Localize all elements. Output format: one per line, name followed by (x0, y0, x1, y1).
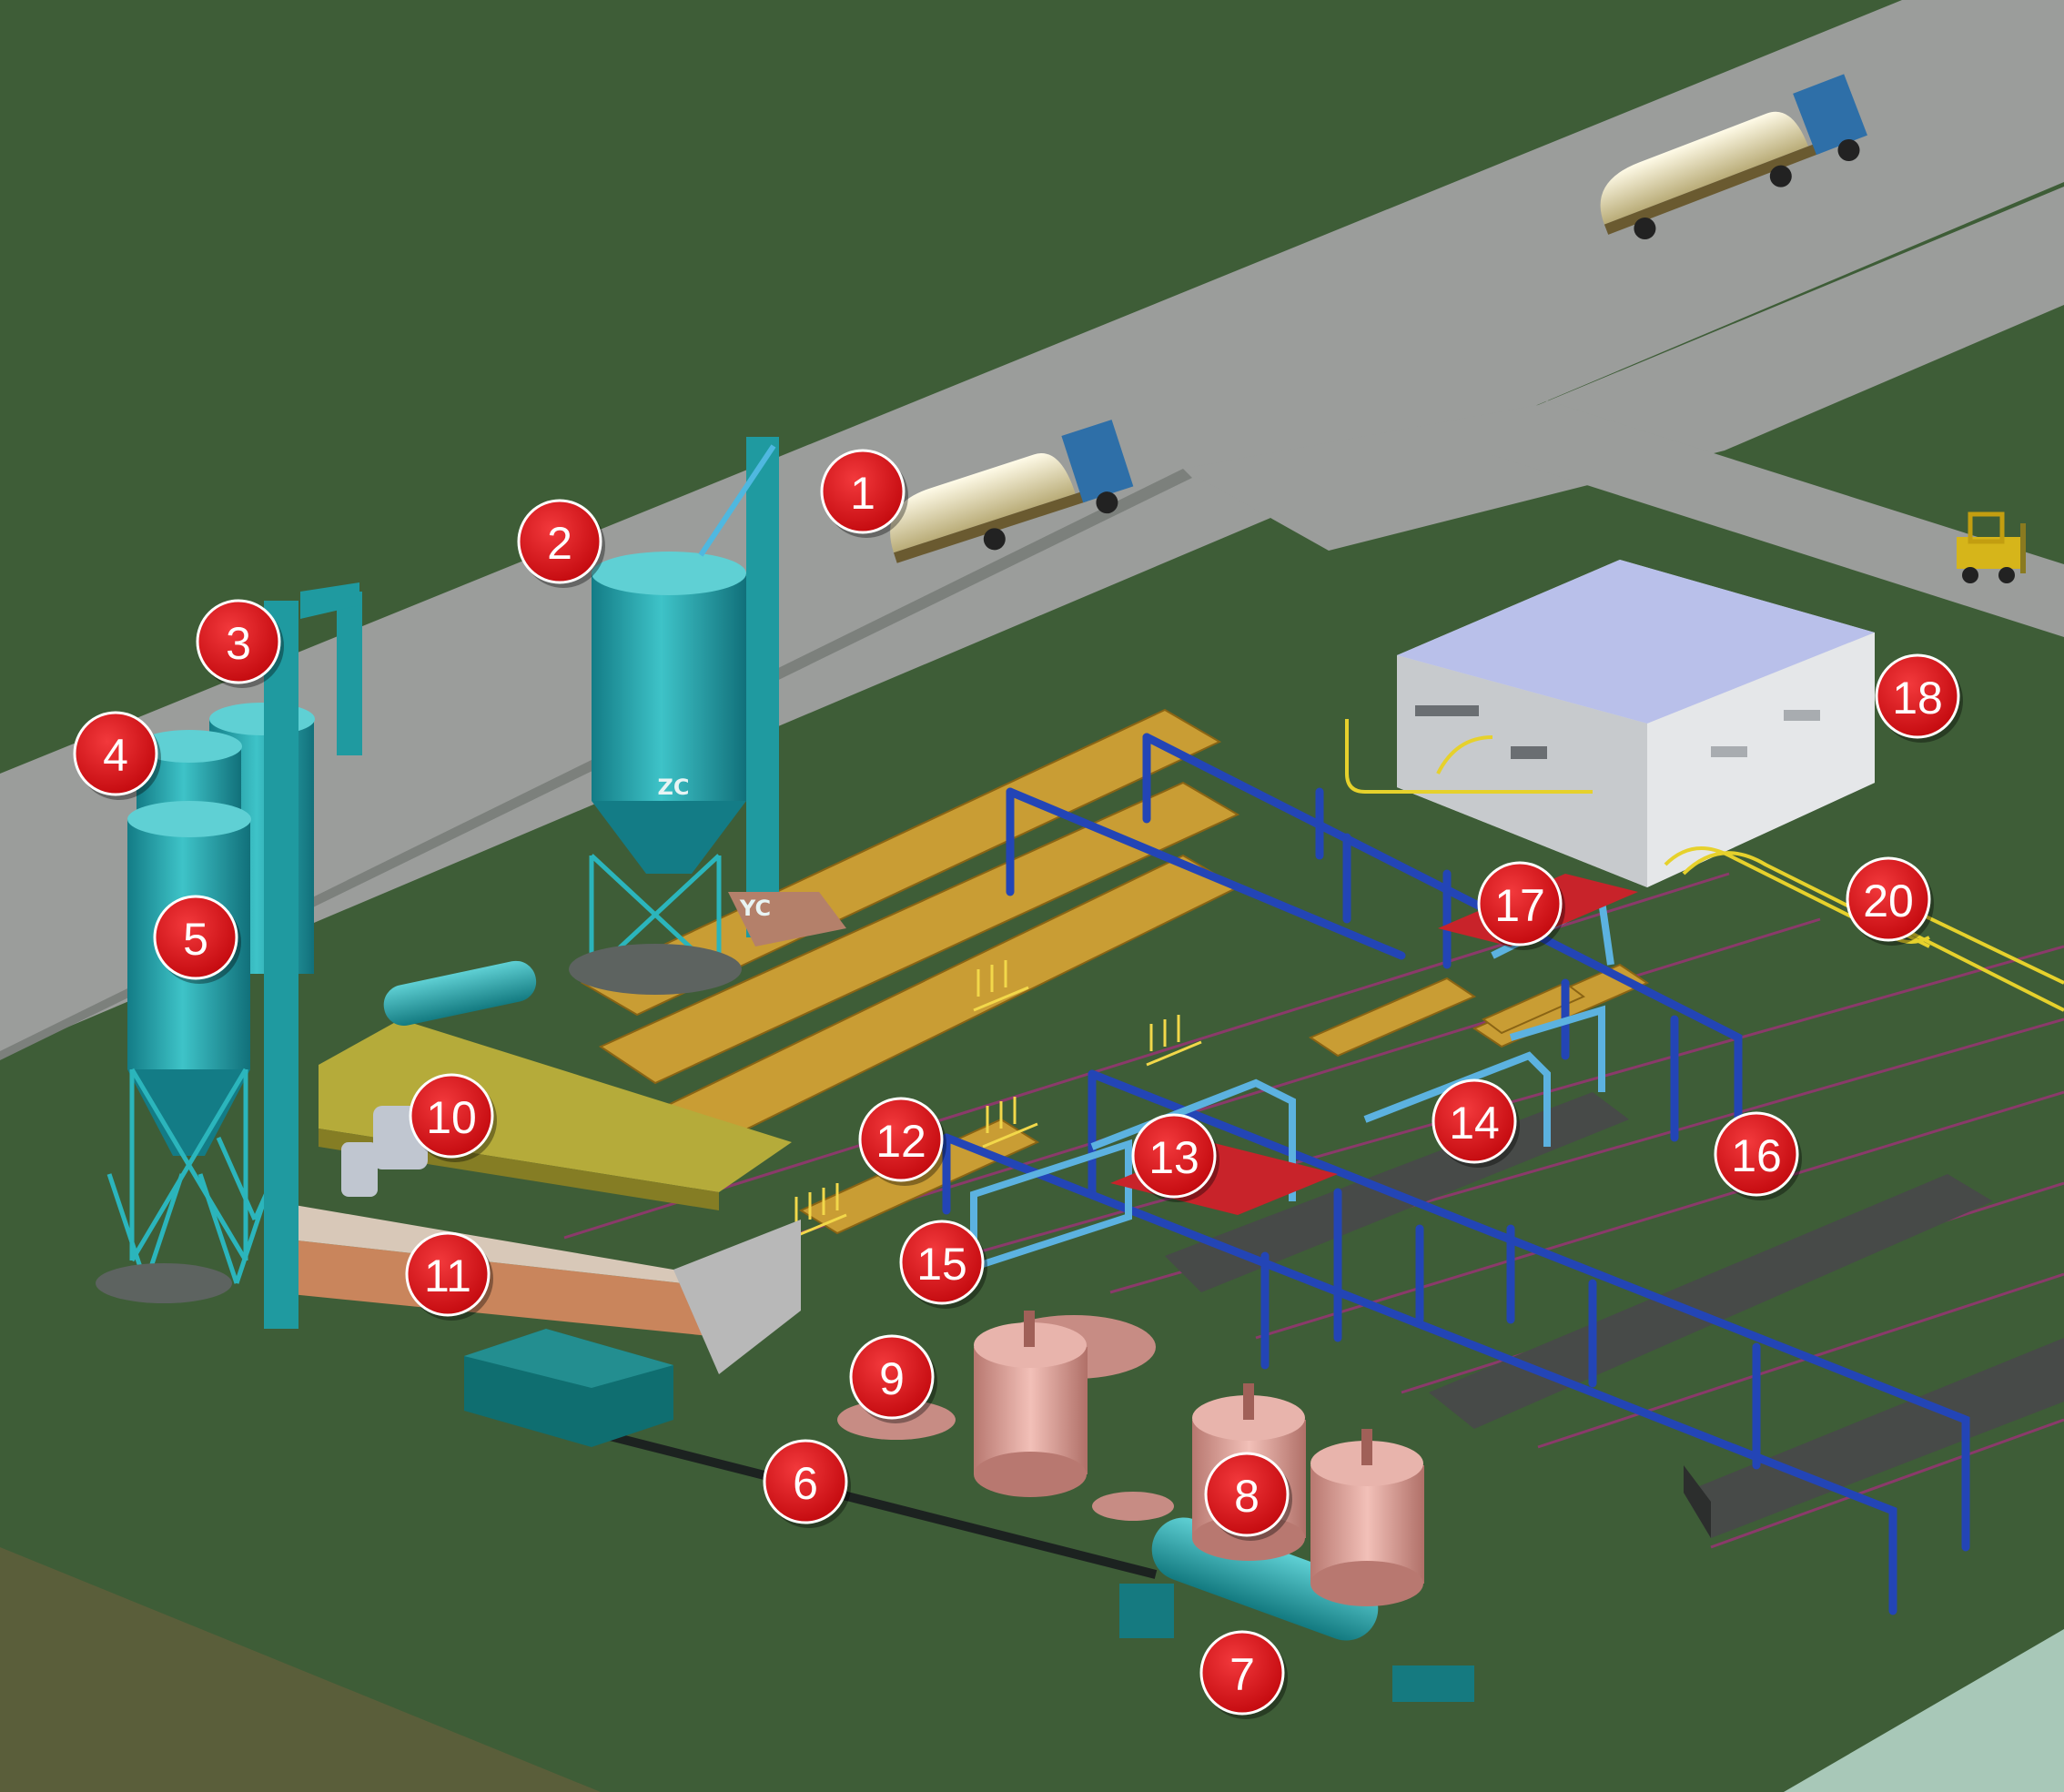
callout-number: 13 (1148, 1132, 1199, 1183)
callout-circle (1131, 1113, 1217, 1199)
callout-12: 12 (858, 1097, 946, 1186)
callout-3: 3 (196, 599, 284, 688)
callout-circle (153, 895, 238, 980)
callout-circle (763, 1439, 848, 1524)
callout-circle (1432, 1078, 1517, 1164)
callout-16: 16 (1714, 1111, 1802, 1200)
ground-lower-left-shade (0, 1547, 601, 1792)
mixing-platform (273, 1019, 801, 1374)
callout-5: 5 (153, 895, 241, 984)
callout-number: 20 (1863, 876, 1914, 926)
callout-number: 17 (1494, 880, 1545, 931)
callout-circle (196, 599, 281, 684)
callout-13: 13 (1131, 1113, 1219, 1202)
callout-2: 2 (517, 499, 605, 588)
ground-lower-right-shade (1784, 1629, 2064, 1792)
cutting-machines (970, 895, 1614, 1272)
callout-circle (1477, 861, 1563, 947)
callout-circle (73, 711, 158, 796)
callout-number: 3 (226, 618, 251, 669)
callout-number: 9 (879, 1353, 905, 1404)
callout-4: 4 (73, 711, 161, 800)
callout-circle (517, 499, 602, 584)
callout-8: 8 (1204, 1452, 1292, 1541)
callout-17: 17 (1477, 861, 1565, 950)
callout-number: 10 (426, 1092, 477, 1143)
callout-circle (405, 1231, 491, 1317)
callout-11: 11 (405, 1231, 493, 1321)
callout-number: 16 (1731, 1130, 1782, 1181)
callout-6: 6 (763, 1439, 851, 1528)
callout-7: 7 (1199, 1630, 1288, 1719)
material-hoppers (464, 1329, 673, 1447)
mould-grids (791, 960, 1202, 1240)
callout-number: 15 (916, 1239, 967, 1290)
gantry-frames (942, 733, 1970, 1615)
yellow-piping (1345, 719, 2064, 1012)
callout-14: 14 (1432, 1078, 1520, 1168)
callout-circle (409, 1073, 494, 1159)
callout-circle (1199, 1630, 1285, 1716)
dosing-vessels (341, 960, 537, 1197)
callout-number: 14 (1449, 1098, 1500, 1149)
callout-circle (1714, 1111, 1799, 1197)
callout-number: 6 (793, 1458, 818, 1509)
callout-number: 1 (850, 468, 875, 519)
forklift (1957, 511, 2026, 583)
side-road (1183, 187, 2064, 551)
callout-number: 5 (183, 914, 208, 965)
control-building (1397, 560, 1875, 887)
elevator-code: YC (739, 896, 771, 921)
callout-number: 18 (1892, 673, 1943, 724)
callout-10: 10 (409, 1073, 497, 1162)
callout-number: 4 (103, 730, 128, 781)
callout-number: 11 (424, 1250, 471, 1301)
main-road (0, 0, 2064, 1056)
callout-circle (1846, 856, 1931, 942)
callout-circle (1875, 653, 1960, 739)
callout-number: 2 (547, 518, 572, 569)
callout-1: 1 (820, 449, 908, 538)
callout-20: 20 (1846, 856, 1934, 946)
tanker-truck-far (1600, 74, 1867, 240)
callout-18: 18 (1875, 653, 1963, 743)
casting-moulds (580, 708, 1650, 1235)
callout-circle (1204, 1452, 1290, 1537)
silo-2-code: ZC (657, 775, 689, 800)
callout-number: 12 (875, 1116, 926, 1167)
callout-15: 15 (899, 1220, 987, 1309)
callout-circle (820, 449, 906, 534)
callout-circle (858, 1097, 944, 1182)
callout-9: 9 (849, 1334, 937, 1423)
callout-circle (849, 1334, 935, 1420)
side-road-right (1492, 400, 2064, 637)
callout-number: 8 (1234, 1471, 1260, 1522)
callout-circle (899, 1220, 985, 1305)
callout-number: 7 (1229, 1649, 1255, 1700)
tanker-truck-near (890, 420, 1134, 563)
silo-2: ZC YC (569, 437, 846, 995)
